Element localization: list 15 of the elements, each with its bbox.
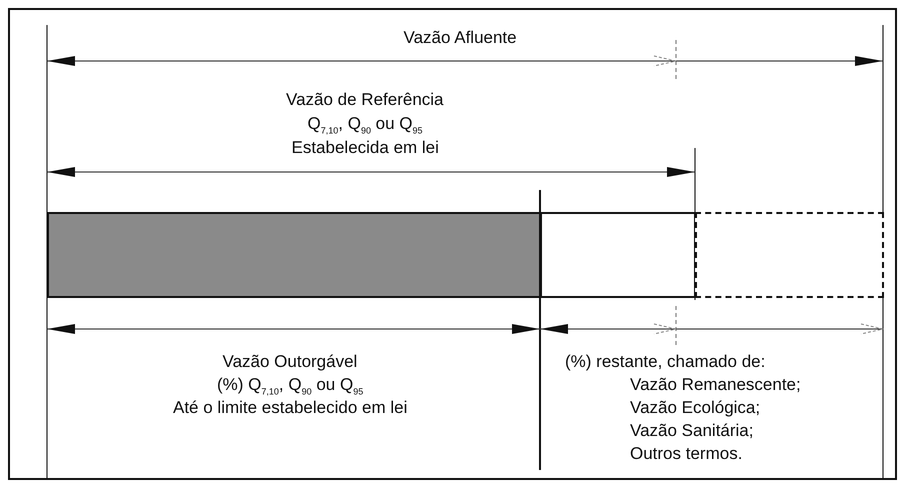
dimension-label: Vazão Sanitária;: [630, 421, 754, 441]
bar-segment: [695, 212, 884, 298]
dimension-label: (%) Q$_{7,10}$, Q$_{90}$ ou Q$_{95}$: [217, 375, 364, 398]
bar-segment: [47, 212, 541, 298]
dimension-label: Vazão Outorgável: [222, 352, 358, 372]
dimension-label: Estabelecida em lei: [292, 138, 439, 158]
dimension-label: Q$_{7,10}$, Q$_{90}$ ou Q$_{95}$: [308, 114, 423, 138]
dimension-label: (%) restante, chamado de:: [565, 352, 766, 372]
dimension-label: Vazão Remanescente;: [630, 375, 801, 395]
bar-segment: [540, 212, 696, 298]
dimension-label: Vazão Afluente: [404, 28, 517, 48]
dimension-label: Até o limite estabelecido em lei: [173, 398, 408, 418]
dimension-label: Vazão de Referência: [286, 90, 444, 110]
dimension-label: Vazão Ecológica;: [630, 398, 760, 418]
dimension-label: Outros termos.: [630, 444, 742, 464]
